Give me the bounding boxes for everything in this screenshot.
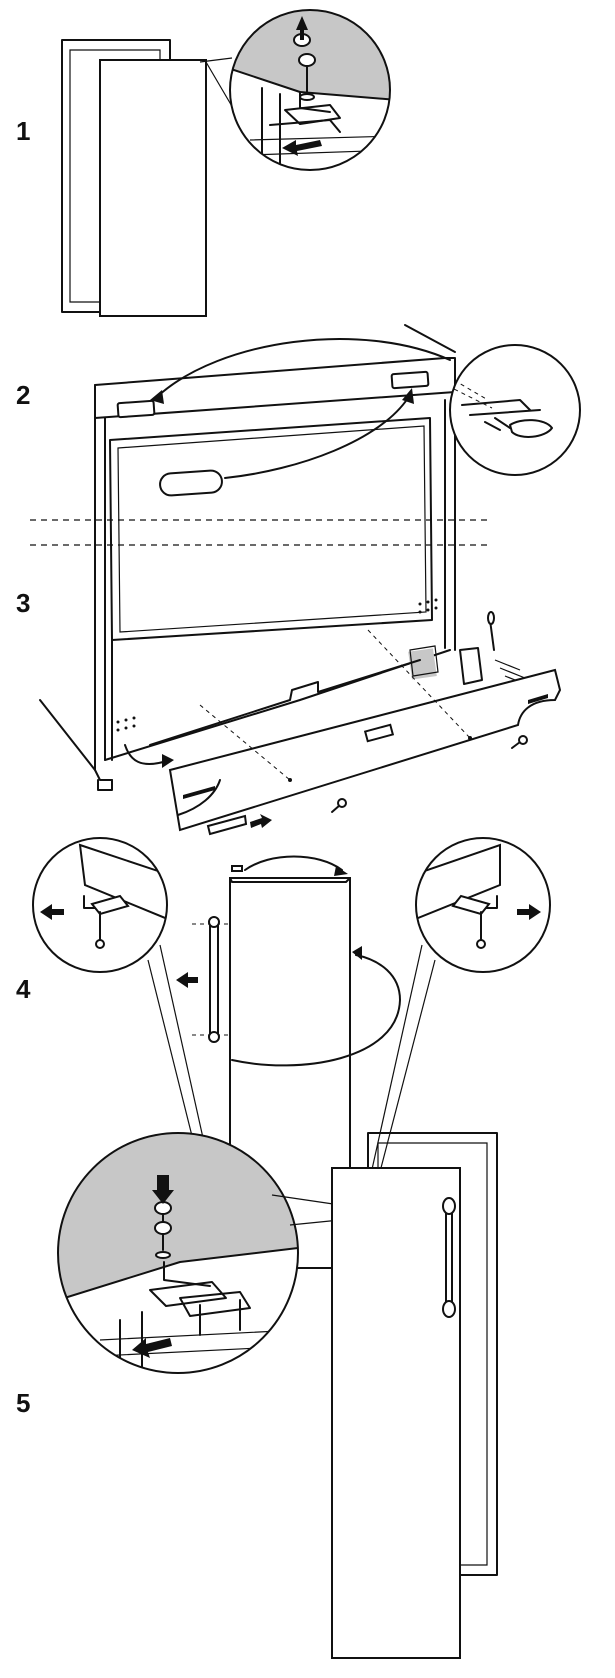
step-2-3-illustration (30, 324, 581, 836)
step-number-5: 5 (16, 1388, 31, 1418)
handle-cover (159, 469, 223, 497)
step-number-4: 4 (16, 974, 31, 1004)
hinge-cap (154, 1221, 172, 1235)
door-panel (331, 1167, 461, 1659)
magnifier-circle (229, 9, 391, 171)
step-number-3: 3 (16, 588, 31, 618)
arrow-down-icon (152, 1175, 174, 1204)
step-number-1: 1 (16, 116, 31, 146)
arrow-right-icon (132, 1338, 172, 1358)
kickplate-panel (168, 668, 562, 832)
arrow-left-icon (282, 140, 322, 156)
screw-icon (331, 735, 528, 813)
curved-arrow-icon (150, 390, 164, 404)
arrow-left-icon (40, 904, 64, 920)
arrow-right-icon (517, 904, 541, 920)
step-number-2: 2 (16, 380, 31, 410)
arrow-left-icon (176, 972, 198, 988)
screw-icon (298, 53, 316, 101)
door-panel (99, 59, 207, 317)
step-5-illustration (57, 1132, 498, 1659)
step-1-illustration (61, 9, 391, 317)
arrow-right-icon (250, 814, 272, 828)
arrow-up-icon (296, 16, 308, 40)
